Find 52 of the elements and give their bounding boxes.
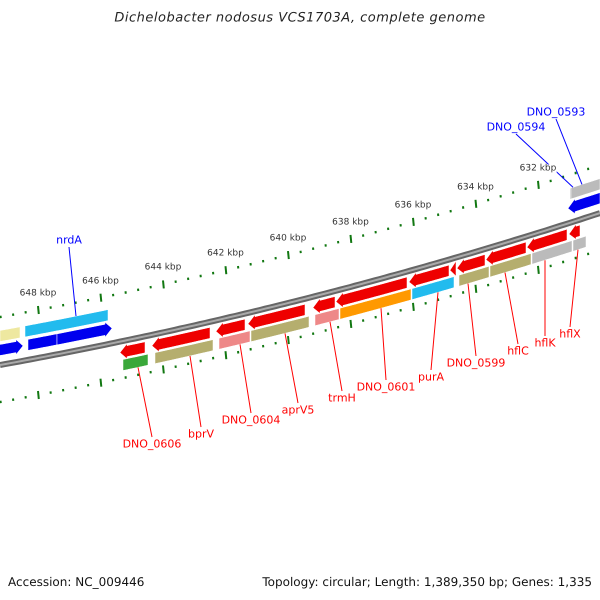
gene-block (572, 236, 586, 252)
leader-line (504, 272, 518, 344)
gene-block (154, 339, 214, 364)
gene-label: hflK (534, 338, 556, 348)
gene-label: DNO_0599 (446, 358, 506, 368)
scale-label: 644 kbp (144, 264, 182, 273)
gene-label: nrdA (56, 234, 82, 246)
footer-text: Accession: NC_009446 (8, 576, 144, 588)
gene-label: aprV5 (282, 404, 314, 416)
leader-line (240, 344, 252, 414)
gene-label: DNO_0601 (356, 382, 416, 392)
scale-label: 636 kbp (394, 201, 432, 210)
leader-line (68, 246, 76, 317)
gene-block (570, 178, 600, 200)
scale-label: 638 kbp (332, 218, 369, 228)
leader-line (330, 321, 342, 392)
leader-line (190, 355, 202, 428)
gene-label: purA (418, 372, 444, 382)
gene-block (340, 288, 412, 320)
gene-label: DNO_0593 (526, 106, 586, 118)
gene-block (458, 266, 490, 286)
scale-label: 640 kbp (270, 234, 306, 244)
leader-line (138, 366, 152, 438)
gene-block (532, 240, 572, 264)
gene-block (314, 308, 340, 326)
scale-label: 646 kbp (82, 277, 119, 286)
gene-label: hflC (507, 346, 529, 356)
leader-line (516, 134, 574, 188)
scale-label: 632 kbp (520, 164, 556, 174)
leader-line (468, 283, 476, 356)
leader-line (544, 260, 546, 336)
map-title: Dichelobacter nodosus VCS1703A, complete genome (114, 12, 486, 24)
gene-label: DNO_0604 (222, 414, 280, 426)
gene-label: DNO_0606 (122, 438, 182, 450)
scale-label: 634 kbp (457, 183, 494, 192)
leader-line (430, 292, 438, 370)
gene-label: DNO_0594 (486, 122, 546, 132)
gene-label: hflX (559, 328, 581, 340)
scale-label: 648 kbp (20, 289, 56, 298)
leader-line (556, 118, 582, 185)
leader-line (380, 308, 386, 380)
leader-line (284, 332, 298, 404)
footer-text: Topology: circular; Length: 1,389,350 bp; Genes: 1,335 (262, 576, 592, 588)
gene-block (24, 309, 108, 338)
gene-block (412, 276, 454, 300)
gene-block (490, 253, 532, 278)
gene-block (218, 330, 250, 350)
gene-label: bprV (188, 428, 214, 440)
gene-block (122, 354, 148, 371)
gene-label: trmH (328, 392, 356, 404)
scale-label: 642 kbp (207, 250, 244, 259)
gene-block (250, 316, 310, 342)
